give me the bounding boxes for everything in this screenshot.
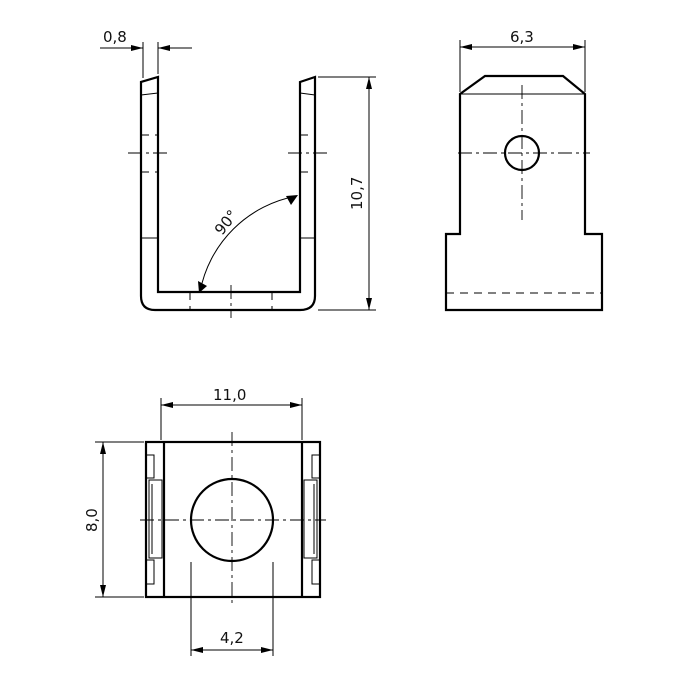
height-label: 10,7 — [348, 177, 366, 210]
hole-diameter-label: 4,2 — [220, 629, 244, 647]
thickness-label: 0,8 — [103, 28, 127, 46]
width-front-label: 6,3 — [510, 28, 534, 46]
width-bottom-label: 8,0 — [83, 508, 101, 532]
front-view: 6,3 — [444, 28, 604, 312]
angle-label: 90° — [211, 206, 242, 238]
top-view: 11,0 8,0 4,2 — [83, 386, 326, 656]
length-bottom-label: 11,0 — [213, 386, 246, 404]
side-view: 0,8 10,7 90° — [100, 28, 376, 318]
